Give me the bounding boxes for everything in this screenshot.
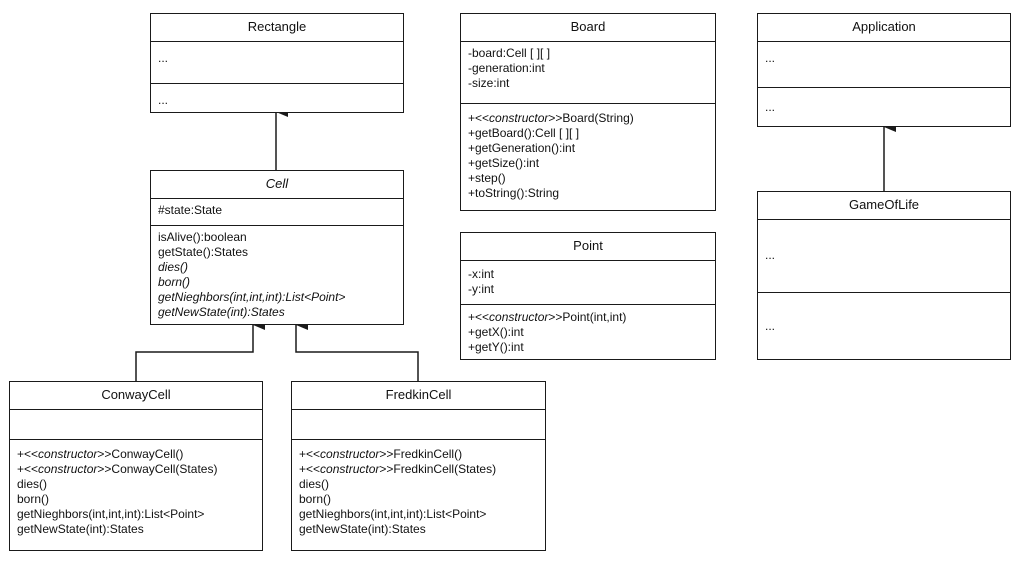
- class-cell[interactable]: Cell #state:State isAlive():boolean getS…: [150, 170, 404, 325]
- attributes-section: [10, 410, 262, 439]
- class-name: ConwayCell: [10, 382, 262, 410]
- method-line: born(): [17, 492, 50, 506]
- attributes-section: ...: [758, 42, 1010, 87]
- abstract-method-line: getNieghbors(int,int,int):List<Point>: [158, 290, 346, 304]
- method-line: +<<constructor>>ConwayCell(): [17, 447, 184, 461]
- method-line: +<<constructor>>Point(int,int): [468, 310, 627, 324]
- methods-section: +<<constructor>>ConwayCell() +<<construc…: [10, 439, 262, 550]
- attribute-line: -generation:int: [468, 61, 545, 75]
- class-conwaycell[interactable]: ConwayCell +<<constructor>>ConwayCell() …: [9, 381, 263, 551]
- method-line: isAlive():boolean: [158, 230, 247, 244]
- method-line: +<<constructor>>FredkinCell(States): [299, 462, 497, 476]
- attribute-line: #state:State: [158, 203, 223, 217]
- methods-section: ...: [758, 87, 1010, 126]
- method-line: +step(): [468, 171, 506, 185]
- attribute-line: -y:int: [468, 282, 495, 296]
- class-point[interactable]: Point -x:int -y:int +<<constructor>>Poin…: [460, 232, 716, 360]
- class-name: Point: [461, 233, 715, 261]
- method-line: +getGeneration():int: [468, 141, 576, 155]
- method-line: +<<constructor>>Board(String): [468, 111, 634, 125]
- method-line: getNieghbors(int,int,int):List<Point>: [17, 507, 205, 521]
- class-name: FredkinCell: [292, 382, 545, 410]
- fredkincell-extends-cell-connector: [295, 320, 419, 381]
- stereotype-label: constructor: [38, 447, 98, 461]
- class-name: GameOfLife: [758, 192, 1010, 220]
- method-line: getNieghbors(int,int,int):List<Point>: [299, 507, 487, 521]
- abstract-method-line: getNewState(int):States: [158, 305, 285, 319]
- method-line: +getSize():int: [468, 156, 540, 170]
- method-line: born(): [299, 492, 332, 506]
- method-line: ...: [765, 100, 776, 114]
- stereotype-label: constructor: [489, 310, 549, 324]
- conwaycell-extends-cell-connector: [135, 320, 265, 381]
- class-board[interactable]: Board -board:Cell [ ][ ] -generation:int…: [460, 13, 716, 211]
- method-line: +toString():String: [468, 186, 560, 200]
- class-name: Board: [461, 14, 715, 42]
- method-line: +getBoard():Cell [ ][ ]: [468, 126, 580, 140]
- class-name: Rectangle: [151, 14, 403, 42]
- abstract-method-line: dies(): [158, 260, 189, 274]
- class-fredkincell[interactable]: FredkinCell +<<constructor>>FredkinCell(…: [291, 381, 546, 551]
- stereotype-label: constructor: [38, 462, 98, 476]
- class-gameoflife[interactable]: GameOfLife ... ...: [757, 191, 1011, 360]
- attribute-line: -x:int: [468, 267, 495, 281]
- method-line: dies(): [299, 477, 330, 491]
- methods-section: +<<constructor>>Point(int,int) +getX():i…: [461, 304, 715, 359]
- method-line: getState():States: [158, 245, 249, 259]
- attributes-section: -board:Cell [ ][ ] -generation:int -size…: [461, 42, 715, 103]
- class-application[interactable]: Application ... ...: [757, 13, 1011, 127]
- method-line: +<<constructor>>FredkinCell(): [299, 447, 463, 461]
- attribute-line: ...: [158, 51, 169, 65]
- method-line: +getY():int: [468, 340, 524, 354]
- method-line: +<<constructor>>ConwayCell(States): [17, 462, 218, 476]
- method-line: dies(): [17, 477, 48, 491]
- attribute-line: -board:Cell [ ][ ]: [468, 46, 551, 60]
- class-name: Cell: [151, 171, 403, 199]
- attributes-section: -x:int -y:int: [461, 261, 715, 304]
- stereotype-label: constructor: [320, 447, 380, 461]
- class-rectangle[interactable]: Rectangle ... ...: [150, 13, 404, 113]
- method-line: getNewState(int):States: [299, 522, 426, 536]
- attributes-section: #state:State: [151, 199, 403, 225]
- class-name: Application: [758, 14, 1010, 42]
- attribute-line: -size:int: [468, 76, 510, 90]
- attribute-line: ...: [765, 51, 776, 65]
- method-line: ...: [158, 93, 169, 107]
- attributes-section: ...: [151, 42, 403, 83]
- method-line: ...: [765, 319, 776, 333]
- methods-section: ...: [758, 292, 1010, 359]
- methods-section: ...: [151, 83, 403, 112]
- methods-section: isAlive():boolean getState():States dies…: [151, 225, 403, 324]
- method-line: getNewState(int):States: [17, 522, 144, 536]
- attribute-line: ...: [765, 248, 776, 262]
- stereotype-label: constructor: [489, 111, 549, 125]
- method-line: +getX():int: [468, 325, 524, 339]
- methods-section: +<<constructor>>FredkinCell() +<<constru…: [292, 439, 545, 550]
- methods-section: +<<constructor>>Board(String) +getBoard(…: [461, 103, 715, 210]
- attributes-section: ...: [758, 220, 1010, 292]
- attributes-section: [292, 410, 545, 439]
- abstract-method-line: born(): [158, 275, 191, 289]
- stereotype-label: constructor: [320, 462, 380, 476]
